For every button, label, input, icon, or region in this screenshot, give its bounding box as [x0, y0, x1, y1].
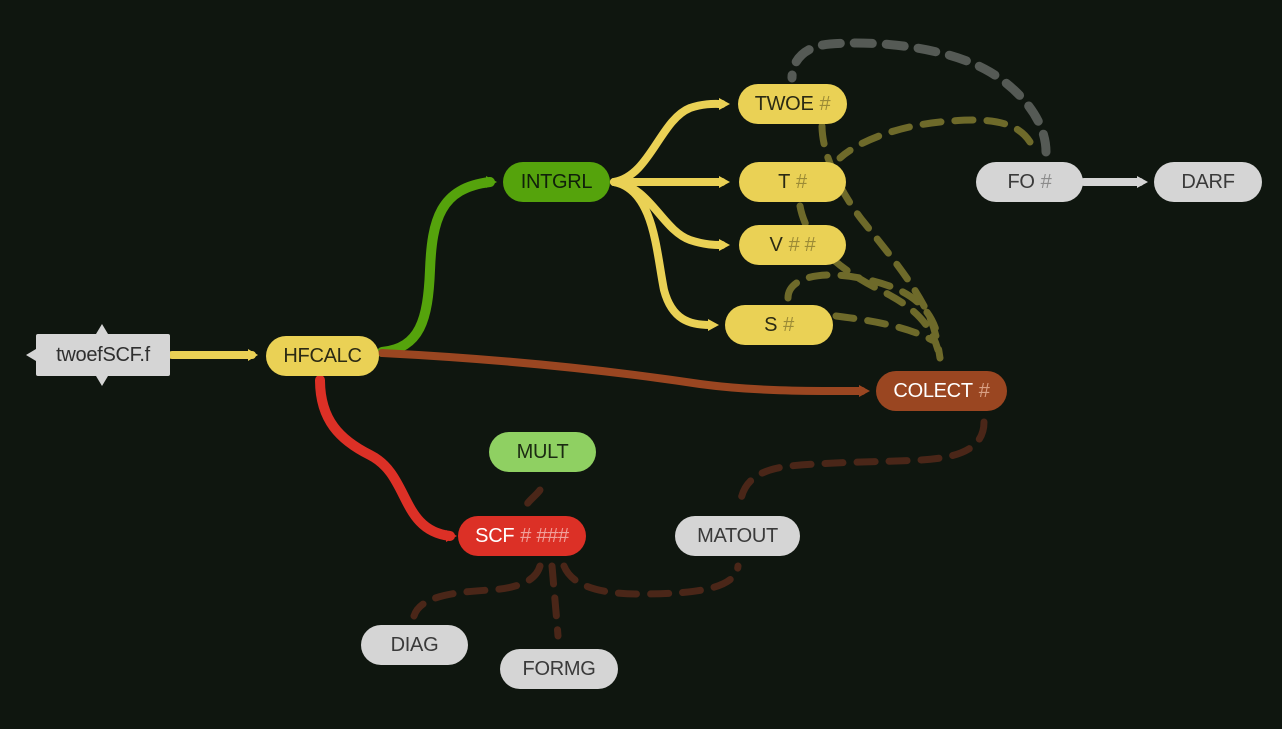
edge-intgrl-s	[610, 178, 714, 329]
node-label: S	[764, 313, 778, 336]
node-mult[interactable]: MULT	[489, 432, 596, 472]
node-darf[interactable]: DARF	[1154, 162, 1262, 202]
edge-root-hfcalc-arrow	[248, 349, 258, 361]
edge-fo-darf-arrow	[1137, 176, 1148, 188]
node-label: FO	[1007, 170, 1035, 193]
dashed-edge-scf-formg	[548, 562, 562, 640]
node-v[interactable]: V # #	[739, 225, 846, 265]
node-hash: #	[1040, 170, 1052, 193]
node-hash: #	[978, 379, 990, 402]
node-matout[interactable]: MATOUT	[675, 516, 800, 556]
dashed-edge-scf-diag	[410, 562, 544, 620]
node-hash: # #	[788, 233, 816, 256]
node-scf[interactable]: SCF # ###	[458, 516, 586, 556]
edge-intgrl-s-arrow	[708, 319, 719, 331]
node-hash: #	[796, 170, 807, 193]
edge-intgrl-t-arrow	[719, 176, 730, 188]
edge-intgrl-twoe	[610, 99, 726, 186]
root-tip-left	[26, 349, 36, 361]
root-tip-top	[96, 324, 108, 334]
edge-hfcalc-colect-arrow	[859, 385, 870, 397]
node-label: T	[778, 170, 791, 193]
node-label: DIAG	[390, 633, 439, 656]
edge-intgrl-v-arrow	[719, 239, 730, 251]
edge-hfcalc-intgrl-arrow	[486, 176, 497, 188]
dashed-edge-fo-olive	[836, 116, 1034, 162]
dashed-edge-fo-twoe	[787, 38, 1051, 157]
edge-hfcalc-intgrl	[377, 177, 495, 357]
node-label: TWOE	[754, 92, 814, 115]
dashed-edge-colect-matout	[736, 418, 988, 514]
edge-hfcalc-colect	[378, 349, 866, 396]
node-twoefscf[interactable]: twoefSCF.f	[36, 334, 170, 376]
dashed-edge-v-colect	[784, 271, 940, 334]
edge-hfcalc-scf-arrow	[446, 530, 457, 542]
node-label: HFCALC	[283, 344, 362, 367]
node-label: V	[769, 233, 783, 256]
node-hash: #	[783, 313, 794, 336]
node-intgrl[interactable]: INTGRL	[503, 162, 610, 202]
node-colect[interactable]: COLECT #	[876, 371, 1007, 411]
edge-intgrl-twoe-arrow	[719, 98, 730, 110]
node-label: INTGRL	[520, 170, 593, 193]
node-label: FORMG	[522, 657, 596, 680]
node-label: DARF	[1181, 170, 1235, 193]
dashed-edge-s-colect	[832, 312, 936, 344]
node-formg[interactable]: FORMG	[500, 649, 618, 689]
root-tip-bottom	[96, 376, 108, 386]
node-s[interactable]: S #	[725, 305, 833, 345]
node-diag[interactable]: DIAG	[361, 625, 468, 665]
dashed-edge-scf-matout	[560, 562, 742, 598]
node-label: MULT	[516, 440, 569, 463]
node-label: MATOUT	[697, 524, 778, 547]
node-label: COLECT	[893, 379, 973, 402]
node-t[interactable]: T #	[739, 162, 846, 202]
node-hash: # ###	[520, 524, 569, 547]
edge-hfcalc-scf	[315, 375, 455, 541]
node-fo[interactable]: FO #	[976, 162, 1083, 202]
node-hash: #	[819, 92, 831, 115]
node-label: twoefSCF.f	[56, 343, 150, 366]
node-label: SCF	[475, 524, 515, 547]
dashed-edge-mult-scf	[520, 486, 544, 514]
node-twoe[interactable]: TWOE #	[738, 84, 847, 124]
node-hfcalc[interactable]: HFCALC	[266, 336, 379, 376]
